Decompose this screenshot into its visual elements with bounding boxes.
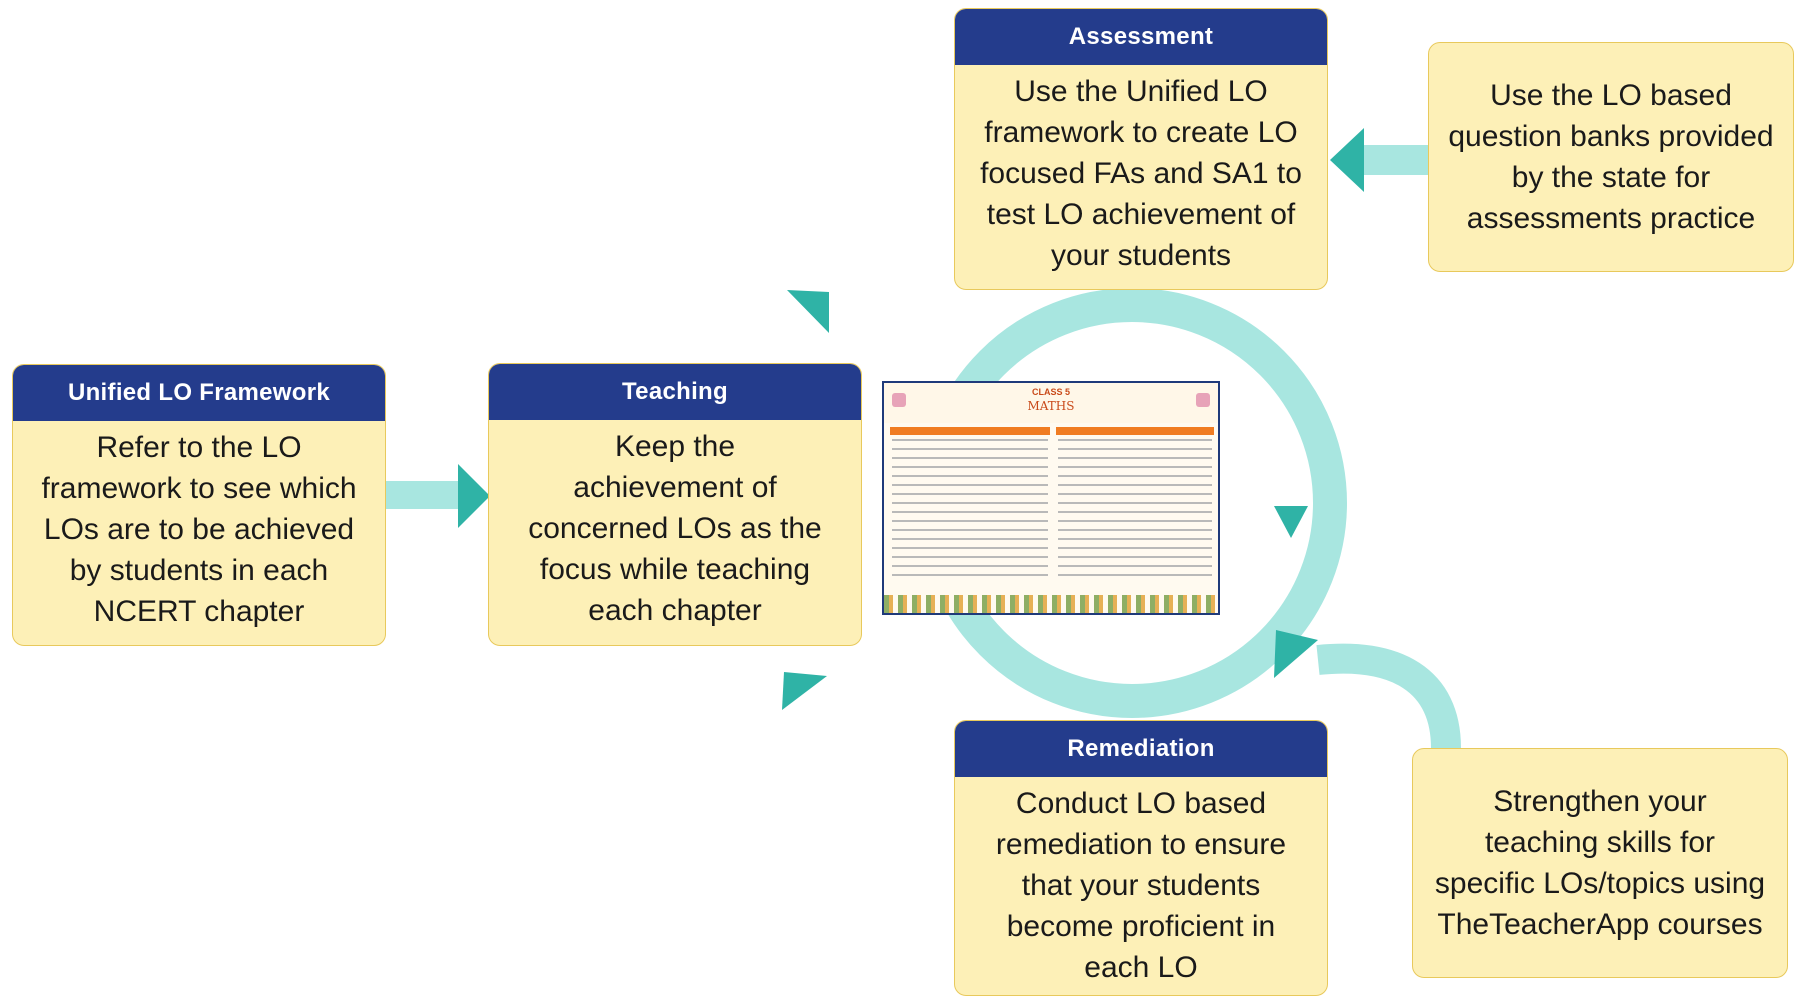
teaching-line-5: each chapter — [588, 594, 762, 627]
banks-line-1: Use the LO based — [1490, 79, 1732, 112]
cycle-arrowhead-top-left — [787, 290, 829, 333]
assessment-card-title: Assessment — [955, 9, 1327, 65]
teacherapp-to-cycle-curve — [1316, 643, 1461, 749]
remediation-card-title: Remediation — [955, 721, 1327, 777]
framework-line-4: by students in each — [69, 554, 329, 587]
thumbnail-subject: MATHS — [1027, 399, 1075, 413]
banks-to-assessment-head — [1330, 128, 1364, 192]
assessment-card: Assessment Use the Unified LO framework … — [954, 8, 1328, 290]
teacherapp-line-3: specific LOs/topics using — [1434, 867, 1766, 900]
remediation-line-5: each LO — [1084, 951, 1198, 984]
framework-line-1: Refer to the LO — [96, 431, 302, 464]
remediation-card: Remediation Conduct LO based remediation… — [954, 720, 1328, 996]
teaching-card-text: Keep the achievement of concerned LOs as… — [489, 420, 861, 631]
assessment-line-5: your students — [1050, 239, 1232, 272]
framework-line-5: NCERT chapter — [93, 595, 305, 628]
remediation-line-1: Conduct LO based — [1015, 787, 1267, 820]
framework-line-3: LOs are to be achieved — [43, 513, 355, 546]
remediation-card-text: Conduct LO based remediation to ensure t… — [955, 777, 1327, 988]
teaching-card: Teaching Keep the achievement of concern… — [488, 363, 862, 646]
banks-line-2: question banks provided — [1448, 120, 1774, 153]
thumbnail-badge-right — [1196, 393, 1210, 407]
teacherapp-line-1: Strengthen your — [1493, 785, 1707, 818]
teacherapp-line-2: teaching skills for — [1484, 826, 1716, 859]
thumbnail-table-header-left — [890, 427, 1050, 435]
remediation-line-2: remediation to ensure — [995, 828, 1287, 861]
thumbnail-badge-left — [892, 393, 906, 407]
framework-card: Unified LO Framework Refer to the LO fra… — [12, 364, 386, 646]
banks-line-3: by the state for — [1511, 161, 1711, 194]
assessment-line-2: framework to create LO — [984, 116, 1298, 149]
teaching-line-1: Keep the — [614, 430, 736, 463]
banks-line-4: assessments practice — [1466, 202, 1756, 235]
thumbnail-footer-illustrations — [884, 595, 1218, 613]
teacher-app-note: Strengthen your teaching skills for spec… — [1412, 748, 1788, 978]
teacherapp-line-4: TheTeacherApp courses — [1437, 908, 1763, 941]
framework-card-title: Unified LO Framework — [13, 365, 385, 421]
teaching-card-title: Teaching — [489, 364, 861, 420]
assessment-line-4: test LO achievement of — [986, 198, 1296, 231]
framework-to-teaching-head — [458, 464, 490, 528]
framework-to-teaching-shaft — [384, 481, 464, 509]
framework-line-2: framework to see which — [41, 472, 357, 505]
teaching-line-3: concerned LOs as the — [528, 512, 822, 545]
thumbnail-title: CLASS 5 — [1031, 387, 1070, 397]
assessment-card-text: Use the Unified LO framework to create L… — [955, 65, 1327, 276]
remediation-line-3: that your students — [1021, 869, 1261, 902]
framework-card-text: Refer to the LO framework to see which L… — [13, 421, 385, 632]
teaching-line-2: achievement of — [573, 471, 777, 504]
assessment-line-1: Use the Unified LO — [1014, 75, 1268, 108]
thumbnail-rows-left — [892, 439, 1048, 583]
thumbnail-header: CLASS 5 MATHS — [884, 383, 1218, 423]
thumbnail-rows-right — [1058, 439, 1212, 583]
remediation-line-4: become proficient in — [1006, 910, 1276, 943]
cycle-arrowhead-bottom-left — [782, 672, 827, 710]
assessment-line-3: focused FAs and SA1 to — [980, 157, 1302, 190]
cycle-arrowhead-right — [1274, 506, 1308, 538]
thumbnail-table-header-right — [1056, 427, 1214, 435]
banks-to-assessment-shaft — [1358, 145, 1428, 175]
teacherapp-to-cycle-head — [1274, 630, 1318, 678]
question-banks-note: Use the LO based question banks provided… — [1428, 42, 1794, 272]
teaching-line-4: focus while teaching — [539, 553, 811, 586]
lo-framework-sheet-thumbnail: CLASS 5 MATHS — [882, 381, 1220, 615]
